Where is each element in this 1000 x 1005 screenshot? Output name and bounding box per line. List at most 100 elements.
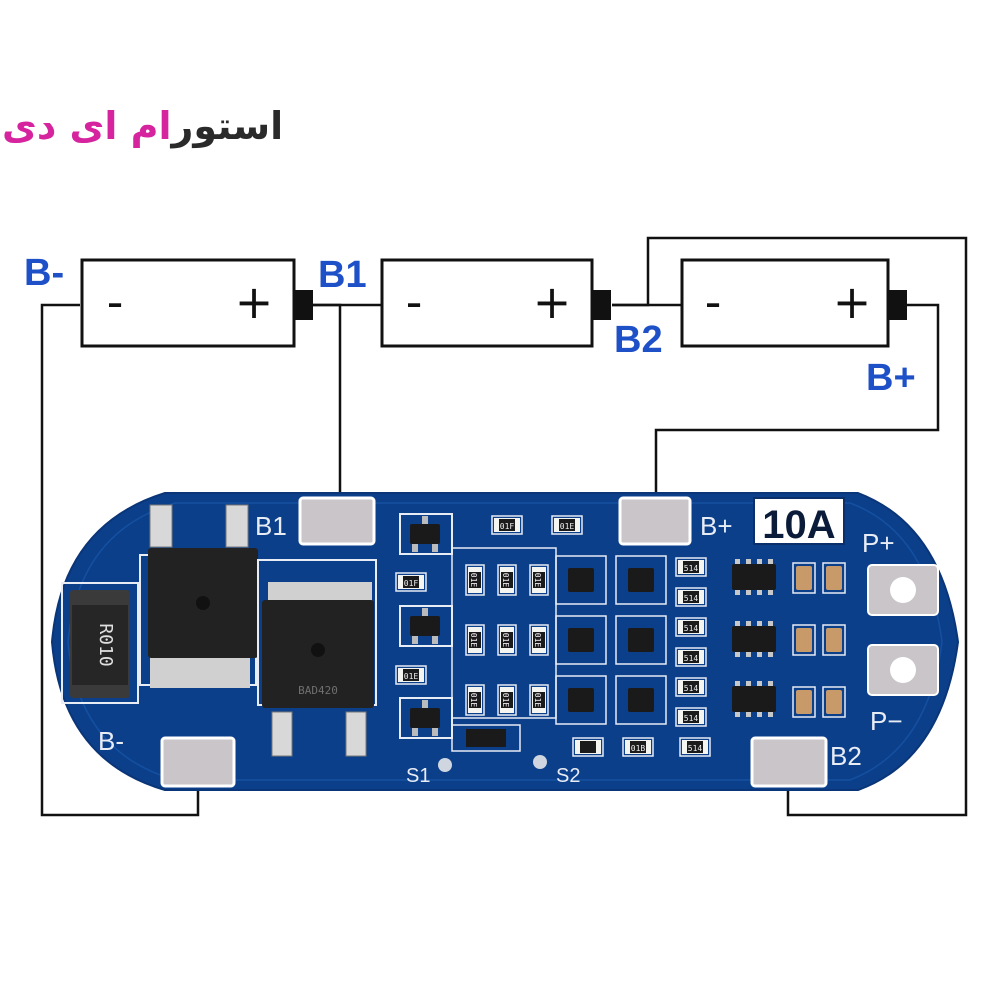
res-right-3-outline — [675, 647, 707, 667]
res-grid-1-2-outline — [529, 624, 549, 656]
res-grid-1-0-outline — [465, 624, 485, 656]
ic-3-pin-b3 — [768, 712, 773, 717]
qarr-5-outline — [615, 675, 667, 725]
cap-3 — [826, 566, 842, 590]
cap-2-outline — [792, 686, 816, 718]
ic-3-pin-b0 — [735, 712, 740, 717]
ic-2-pin-b1 — [746, 652, 751, 657]
wire-b1 — [312, 303, 342, 498]
qarr-4-outline — [555, 675, 607, 725]
mosfet1-pin-b — [225, 504, 249, 548]
res-grid-2-0-body — [469, 692, 481, 708]
res-right-0-body — [683, 561, 699, 573]
sot23-a-pin-right — [432, 544, 438, 552]
cap-4 — [826, 628, 842, 652]
sot23-c — [410, 708, 440, 728]
qarr-0 — [568, 568, 594, 592]
cap-1 — [796, 628, 812, 652]
ic-2-pin-b2 — [757, 652, 762, 657]
res-grid-1-0-body — [469, 632, 481, 648]
battery-cell-3 — [680, 258, 907, 348]
ic-1-pin-t0 — [735, 559, 740, 564]
shunt-body — [72, 605, 128, 685]
ic-1-pin-b1 — [746, 590, 751, 595]
qarr-5 — [628, 688, 654, 712]
res-right-5-code: 514 — [684, 714, 699, 723]
res-grid-1-1-outline — [497, 624, 517, 656]
res-right-5-body — [683, 711, 699, 723]
test-point-s1 — [438, 758, 452, 772]
qarr-0-outline — [555, 555, 607, 605]
res-grid-1-1-group: 01E — [497, 624, 517, 656]
silk-b1: B1 — [255, 511, 287, 541]
shunt-marking: R010 — [95, 623, 116, 666]
cap-1-outline — [792, 624, 816, 656]
res-grid-2-2-outline — [529, 684, 549, 716]
res-grid-1-1-body — [501, 632, 513, 648]
qarr-1-outline — [615, 555, 667, 605]
res-grid-2-1-group: 01E — [497, 684, 517, 716]
silk-p-minus: P− — [870, 706, 903, 736]
res-grid-2-2-body — [533, 692, 545, 708]
bottom-ic — [466, 729, 506, 747]
ic-3-pin-t1 — [746, 681, 751, 686]
res-grid-2-1-body — [501, 692, 513, 708]
res-grid-2-1-code: 01E — [501, 693, 510, 708]
logo-dark-text: استور — [171, 104, 284, 148]
wire-b-minus — [40, 303, 200, 817]
battery-cell-2 — [380, 258, 611, 348]
res-top-1-code: 01F — [500, 522, 515, 531]
ic-3-pin-b1 — [746, 712, 751, 717]
cell2-minus-sign: - — [406, 275, 423, 329]
res-grid-1-2-group: 01E — [529, 624, 549, 656]
label-b-plus: B+ — [866, 357, 916, 399]
ic-1 — [732, 564, 776, 590]
ic-1-pin-b2 — [757, 590, 762, 595]
res-grid-2-2-group: 01E — [529, 684, 549, 716]
ic-2-pin-t1 — [746, 621, 751, 626]
sot23-b-pin-top — [422, 608, 428, 616]
ic-3-pin-t0 — [735, 681, 740, 686]
sot23-c-pin-top — [422, 700, 428, 708]
res-top-1-body — [499, 519, 515, 531]
sot23-a-outline — [399, 513, 453, 555]
ic-2 — [732, 626, 776, 652]
logo-brand-text: ام ای دی — [2, 104, 172, 148]
res-right-1-code: 514 — [684, 594, 699, 603]
cell3-plus-sign: + — [833, 275, 872, 329]
ic-2-pin-b3 — [768, 652, 773, 657]
res-right-4-outline — [675, 677, 707, 697]
res-bot-1-outline — [572, 737, 604, 757]
cap-3-outline — [822, 562, 846, 594]
silk-b2: B2 — [830, 741, 862, 771]
res-grid-0-1-outline — [497, 564, 517, 596]
test-point-s2 — [533, 755, 547, 769]
sot23-c-pin-right — [432, 728, 438, 736]
cap-5-outline — [822, 686, 846, 718]
ic-2-pin-t3 — [768, 621, 773, 626]
silk-s2: S2 — [556, 765, 580, 787]
mosfet2-marking: BAD420 — [298, 684, 338, 697]
cap-5 — [826, 690, 842, 714]
pad-b1 — [298, 496, 376, 546]
res-bot-2-body — [630, 741, 646, 753]
battery-cell-1 — [80, 258, 313, 348]
res-bot-2-outline — [622, 737, 654, 757]
cell3-minus-sign: - — [705, 275, 722, 329]
ic-1-pin-t1 — [746, 559, 751, 564]
mosfet1-dot — [196, 596, 210, 610]
sot23-a — [410, 524, 440, 544]
res-grid-2-0-group: 01E — [465, 684, 485, 716]
res-grid-0-2-code: 01E — [533, 573, 542, 588]
res-grid-1-0-code: 01E — [469, 633, 478, 648]
res-bot-2-code: 01B — [631, 744, 646, 753]
res-right-2-code: 514 — [684, 624, 699, 633]
mosfet2-pin-a — [271, 711, 293, 757]
silk-p-plus: P+ — [862, 528, 895, 558]
res-right-1-body — [683, 591, 699, 603]
res-top-2-body — [559, 519, 575, 531]
label-b1: B1 — [318, 254, 367, 296]
qarr-1 — [628, 568, 654, 592]
silk-b-plus: B+ — [700, 511, 733, 541]
